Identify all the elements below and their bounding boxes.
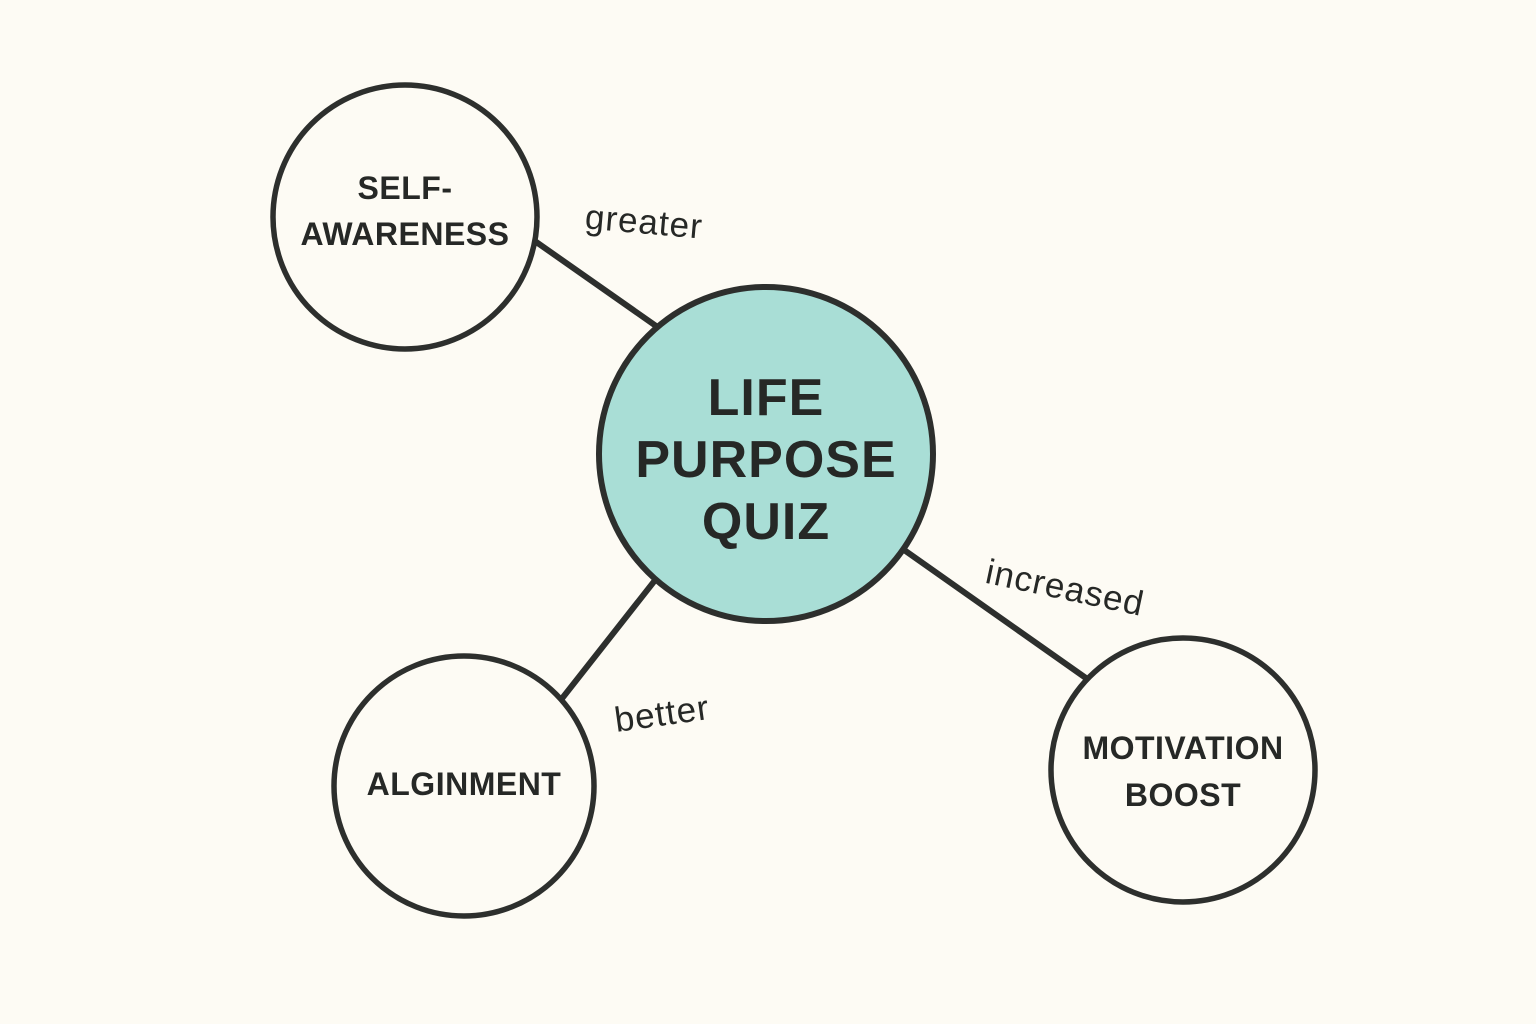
node-circle-self-awareness [270,82,540,352]
node-label-alignment: ALGINMENT [367,766,562,802]
central-node-label-line-3: QUIZ [702,493,830,551]
node-circle-motivation-boost [1048,635,1318,905]
node-label-self-awareness-line-2: AWARENESS [301,216,510,252]
node-label-motivation-boost: MOTIVATION BOOST [1082,730,1283,813]
central-node-label: LIFE PURPOSE QUIZ [635,369,896,551]
central-node-label-line-2: PURPOSE [635,431,896,489]
node-label-self-awareness: SELF- AWARENESS [301,170,510,252]
central-node-label-line-1: LIFE [708,369,825,427]
central-node-circle [596,284,936,624]
node-label-self-awareness-line-1: SELF- [358,170,453,206]
node-label-alignment-line-1: ALGINMENT [367,766,562,802]
node-circle-alignment [331,653,597,919]
node-label-motivation-boost-line-1: MOTIVATION [1082,730,1283,766]
edge-line-center-to-motivation-boost [877,530,1113,698]
node-label-motivation-boost-line-2: BOOST [1125,777,1241,813]
